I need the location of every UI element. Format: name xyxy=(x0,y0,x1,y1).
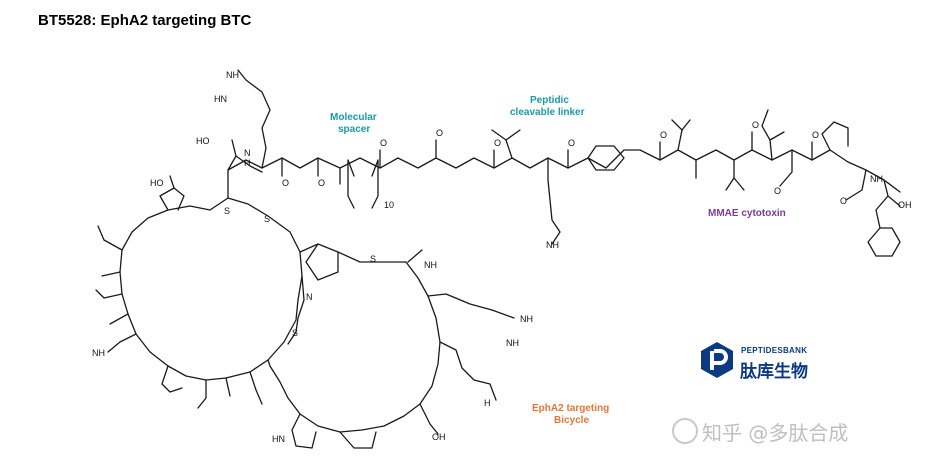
molecular-spacer-label-line2: spacer xyxy=(338,124,370,135)
watermark-text: 知乎 @多肽合成 xyxy=(702,421,849,445)
atom-label: NH xyxy=(226,70,239,80)
atom-labels: NH HN HO HO N H O O O O O O O O O O O OH… xyxy=(92,70,912,444)
atom-label: S xyxy=(292,328,298,338)
logo-text-en: PEPTIDESBANK xyxy=(741,346,808,355)
cleavable-linker-label-line1: Peptidic xyxy=(530,95,569,106)
atom-label: NH xyxy=(520,314,533,324)
atom-label: OH xyxy=(432,432,446,442)
atom-label: O xyxy=(494,138,501,148)
atom-label: N xyxy=(306,292,313,302)
atom-label: O xyxy=(660,130,667,140)
watermark: 知乎 @多肽合成 xyxy=(672,417,848,446)
atom-label: O xyxy=(568,138,575,148)
atom-label: S xyxy=(264,214,270,224)
section-labels: Molecular spacer Peptidic cleavable link… xyxy=(330,95,786,426)
mmae-cytotoxin-label: MMAE cytotoxin xyxy=(708,208,786,219)
atom-label: O xyxy=(436,128,443,138)
wechat-icon xyxy=(672,418,698,444)
bicycle-label-line2: Bicycle xyxy=(554,415,589,426)
bicycle-ring-right xyxy=(267,243,515,449)
logo-text-cn: 肽库生物 xyxy=(740,362,808,382)
atom-label: NH xyxy=(546,240,559,250)
bicycle-ring-left xyxy=(95,139,303,409)
atom-label: O xyxy=(318,178,325,188)
atom-label: O xyxy=(774,186,781,196)
atom-label: 10 xyxy=(384,200,394,210)
atom-label: OH xyxy=(898,200,912,210)
atom-label: H xyxy=(244,158,251,168)
linker-chain xyxy=(227,69,901,257)
atom-label: HO xyxy=(196,136,210,146)
atom-label: S xyxy=(224,206,230,216)
atom-label: N xyxy=(244,148,251,158)
peptidesbank-logo-icon xyxy=(701,342,733,378)
atom-label: O xyxy=(840,196,847,206)
atom-label: HO xyxy=(150,178,164,188)
atom-label: S xyxy=(370,254,376,264)
atom-label: O xyxy=(282,178,289,188)
figure-title: BT5528: EphA2 targeting BTC xyxy=(38,12,252,29)
molecular-spacer-label-line1: Molecular xyxy=(330,112,377,123)
atom-label: O xyxy=(380,138,387,148)
atom-label: O xyxy=(812,130,819,140)
atom-label: H xyxy=(484,398,491,408)
peptidesbank-logo: PEPTIDESBANK 肽库生物 xyxy=(697,340,817,384)
atom-label: O xyxy=(752,120,759,130)
atom-label: NH xyxy=(870,174,883,184)
atom-label: NH xyxy=(92,348,105,358)
atom-label: NH xyxy=(424,260,437,270)
cleavable-linker-label-line2: cleavable linker xyxy=(510,107,585,118)
atom-label: NH xyxy=(506,338,519,348)
atom-label: HN xyxy=(272,434,285,444)
atom-label: HN xyxy=(214,94,227,104)
bicycle-label-line1: EphA2 targeting xyxy=(532,403,609,414)
